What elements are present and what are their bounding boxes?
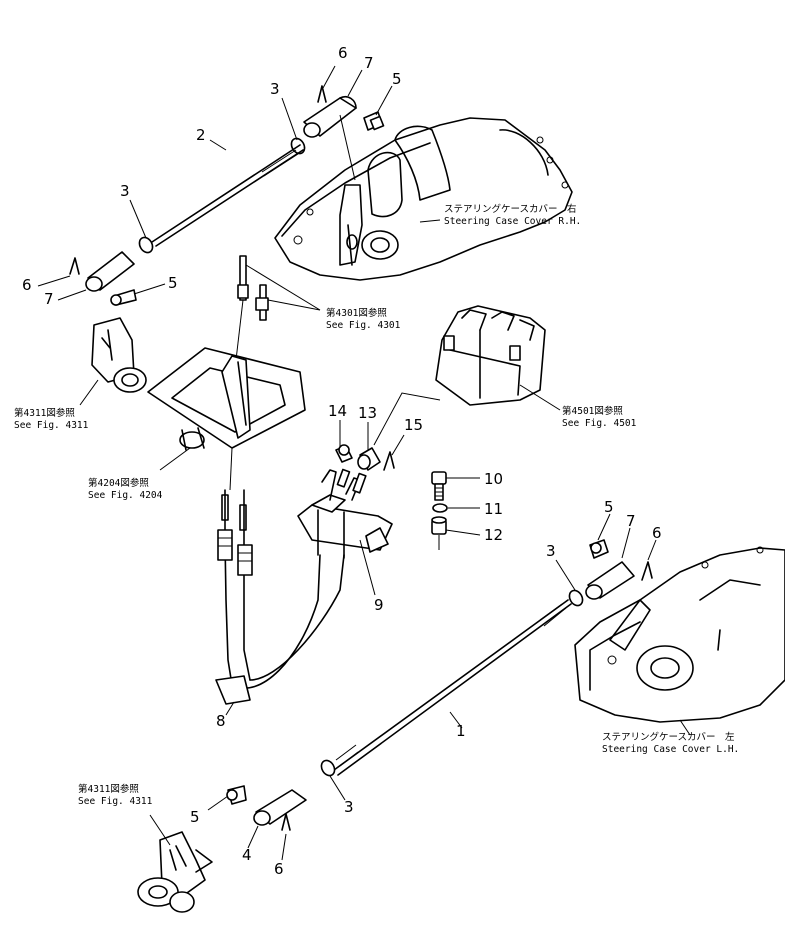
clevis-7-left	[85, 251, 135, 292]
ref-fig4311-bottom-jp: 第4311図参照	[78, 783, 139, 795]
bolt-10	[431, 471, 447, 501]
ref-fig4311-top-jp: 第4311図参照	[14, 407, 75, 419]
callout-3: 3	[120, 182, 130, 200]
rod-1	[333, 599, 572, 776]
callout-15: 15	[404, 416, 423, 434]
callout-3: 3	[546, 542, 556, 560]
callout-5: 5	[392, 70, 402, 88]
callout-leaders	[37, 65, 657, 861]
bolt-5-top	[363, 111, 385, 131]
valve-4501	[435, 305, 561, 411]
callout-8: 8	[216, 712, 226, 730]
callout-numbers: 6 7 3 5 2 3 6 7 5 14 13 15 10 11 12 9 8 …	[22, 44, 662, 878]
callout-7: 7	[626, 512, 636, 530]
lever-4311-top	[91, 317, 147, 393]
callout-10: 10	[484, 470, 503, 488]
callout-11: 11	[484, 500, 503, 518]
callout-6: 6	[22, 276, 32, 294]
callout-6: 6	[652, 524, 662, 542]
clevis-4-bottom	[253, 789, 307, 826]
nut-3-bottom	[320, 759, 336, 777]
cotter-pin-15	[383, 451, 395, 471]
rod-2	[151, 144, 304, 247]
leader-13-to-4501	[373, 392, 441, 446]
ref-fig4311-bottom-en: See Fig. 4311	[78, 796, 153, 807]
clevis-7-top	[303, 95, 357, 181]
callout-9: 9	[374, 596, 384, 614]
steering-case-cover-lh	[574, 546, 785, 736]
clevis-7-right	[585, 561, 635, 600]
spacer-12	[431, 516, 447, 535]
ref-fig4204-jp: 第4204図参照	[88, 477, 149, 489]
nut-3-right	[568, 589, 584, 607]
bracket-9	[297, 468, 393, 596]
reference-labels: ステアリングケースカバー 右 Steering Case Cover R.H. …	[14, 203, 739, 807]
callout-2: 2	[196, 126, 206, 144]
cotter-pin-6-bottom	[281, 813, 291, 831]
ref-fig4501-jp: 第4501図参照	[562, 405, 623, 417]
cable-8	[215, 489, 345, 716]
callout-3: 3	[344, 798, 354, 816]
ref-fig4311-top-en: See Fig. 4311	[14, 420, 89, 431]
callout-1: 1	[456, 722, 466, 740]
control-console-4204	[147, 347, 306, 491]
cotter-pin-6-right	[641, 561, 653, 581]
lever-4311-bottom	[137, 814, 213, 913]
steering-case-cover-rh	[274, 117, 573, 281]
washer-11	[432, 503, 448, 513]
ref-fig4204-en: See Fig. 4204	[88, 490, 163, 501]
callout-7: 7	[44, 290, 54, 308]
ref-cover-rh-jp: ステアリングケースカバー 右	[444, 203, 577, 215]
callout-6: 6	[274, 860, 284, 878]
cotter-pin-6-left	[69, 257, 80, 275]
callout-5: 5	[168, 274, 178, 292]
callout-14: 14	[328, 402, 347, 420]
callout-7: 7	[364, 54, 374, 72]
callout-12: 12	[484, 526, 503, 544]
callout-4: 4	[242, 846, 252, 864]
bolt-14	[335, 444, 353, 463]
clevis-13	[357, 447, 381, 471]
ref-fig4301-en: See Fig. 4301	[326, 320, 401, 331]
ref-fig4501-en: See Fig. 4501	[562, 418, 637, 429]
cable-ends-4301	[235, 255, 321, 361]
bolt-5-bottom	[226, 785, 247, 805]
ref-cover-rh-en: Steering Case Cover R.H.	[444, 216, 581, 227]
callout-5: 5	[604, 498, 614, 516]
nut-3-left	[138, 236, 154, 254]
ref-fig4301-jp: 第4301図参照	[326, 307, 387, 319]
callout-13: 13	[358, 404, 377, 422]
cotter-pin-6-top	[317, 85, 327, 103]
bolt-5-right	[589, 539, 609, 559]
callout-3: 3	[270, 80, 280, 98]
callout-6: 6	[338, 44, 348, 62]
ref-cover-lh-jp: ステアリングケースカバー 左	[602, 731, 735, 743]
ref-cover-lh-en: Steering Case Cover L.H.	[602, 744, 739, 755]
callout-5: 5	[190, 808, 200, 826]
bolt-5-left	[110, 289, 137, 306]
